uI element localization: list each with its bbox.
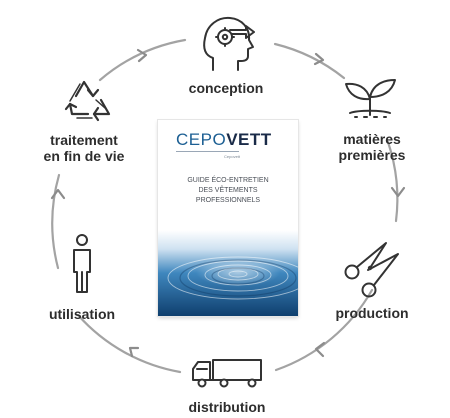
cycle-arc-1 [273, 42, 346, 80]
cycle-arc-2 [386, 140, 399, 223]
stage-label-matieres-premieres: matières premières [339, 131, 406, 163]
truck-icon [192, 359, 262, 388]
cycle-path [51, 38, 399, 374]
arrow-icon [314, 341, 326, 358]
cycle-arc-4 [76, 313, 182, 374]
arrow-icon [128, 346, 140, 358]
arrow-icon [136, 48, 148, 63]
arrow-icon [390, 186, 406, 198]
brand-logo-part1: CEPO [176, 130, 227, 149]
stage-label-traitement-fin-de-vie: traitement en fin de vie [44, 132, 125, 164]
stage-label-line: premières [338, 147, 406, 163]
person-icon [73, 234, 91, 293]
stage-label-line: production [335, 305, 409, 321]
cycle-arrows [50, 48, 406, 358]
stage-label-line: conception [188, 80, 264, 96]
head-gear-arrow-icon [203, 16, 255, 71]
brand-tagline: Cepovett [224, 154, 241, 159]
booklet-title-line: GUIDE ÉCO-ENTRETIEN [187, 177, 269, 184]
stage-label-production: production [335, 305, 408, 321]
stage-label-line: traitement [50, 132, 118, 148]
brand-logo-part2: VETT [226, 130, 272, 149]
stage-label-conception: conception [189, 80, 264, 96]
stage-label-utilisation: utilisation [49, 306, 115, 322]
eco-guide-booklet: CEPOVETT Cepovett GUIDE ÉCO-ENTRETIEN DE… [158, 120, 298, 316]
stage-label-line: matières [343, 131, 401, 147]
water-ripple-image [158, 230, 298, 316]
cycle-arc-5 [51, 173, 61, 270]
arrow-icon [50, 188, 66, 200]
stage-label-line: utilisation [48, 306, 116, 322]
stage-label-line: en fin de vie [43, 148, 125, 164]
seedling-icon [345, 79, 396, 118]
booklet-title-line: DES VÊTEMENTS [198, 187, 258, 194]
arrow-icon [313, 52, 325, 66]
cycle-arc-6 [98, 38, 187, 82]
booklet-title-line: PROFESSIONNELS [195, 197, 261, 204]
brand-underline [176, 151, 239, 152]
brand-logo: CEPOVETT [176, 130, 272, 150]
stage-label-distribution: distribution [189, 399, 266, 415]
recycle-icon [64, 80, 111, 122]
cycle-arc-3 [274, 288, 374, 372]
scissors-icon [344, 242, 399, 298]
stage-label-line: distribution [188, 399, 266, 415]
booklet-title: GUIDE ÉCO-ENTRETIEN DES VÊTEMENTS PROFES… [166, 176, 290, 206]
